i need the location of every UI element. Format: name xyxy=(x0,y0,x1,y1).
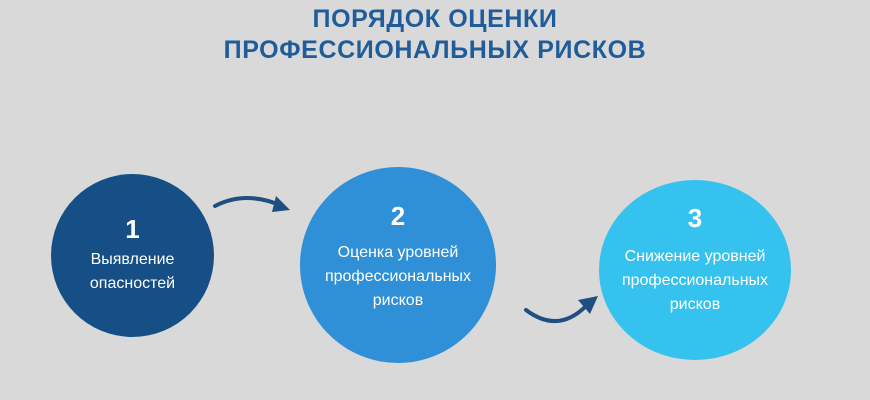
step-1-label: Выявление опасностей xyxy=(89,251,176,292)
step-2-label: Оценка уровней профессиональных рисков xyxy=(324,244,472,309)
title-line-2: ПРОФЕССИОНАЛЬНЫХ РИСКОВ xyxy=(223,36,647,64)
step-3-circle: 3 Снижение уровней профессиональных риск… xyxy=(599,180,791,360)
step-2-number: 2 xyxy=(390,201,406,231)
step-2-circle: 2 Оценка уровней профессиональных рисков xyxy=(300,167,496,363)
page-title: ПОРЯДОК ОЦЕНКИ ПРОФЕССИОНАЛЬНЫХ РИСКОВ xyxy=(0,4,870,66)
step-3-label: Снижение уровней профессиональных рисков xyxy=(621,248,769,313)
step-1-number: 1 xyxy=(125,214,140,244)
title-line-1: ПОРЯДОК ОЦЕНКИ xyxy=(312,5,558,33)
arrow-1-to-2-icon xyxy=(213,196,290,212)
step-3-number: 3 xyxy=(687,203,703,233)
step-1-circle: 1 Выявление опасностей xyxy=(51,174,214,337)
arrow-2-to-3-icon xyxy=(524,296,598,324)
